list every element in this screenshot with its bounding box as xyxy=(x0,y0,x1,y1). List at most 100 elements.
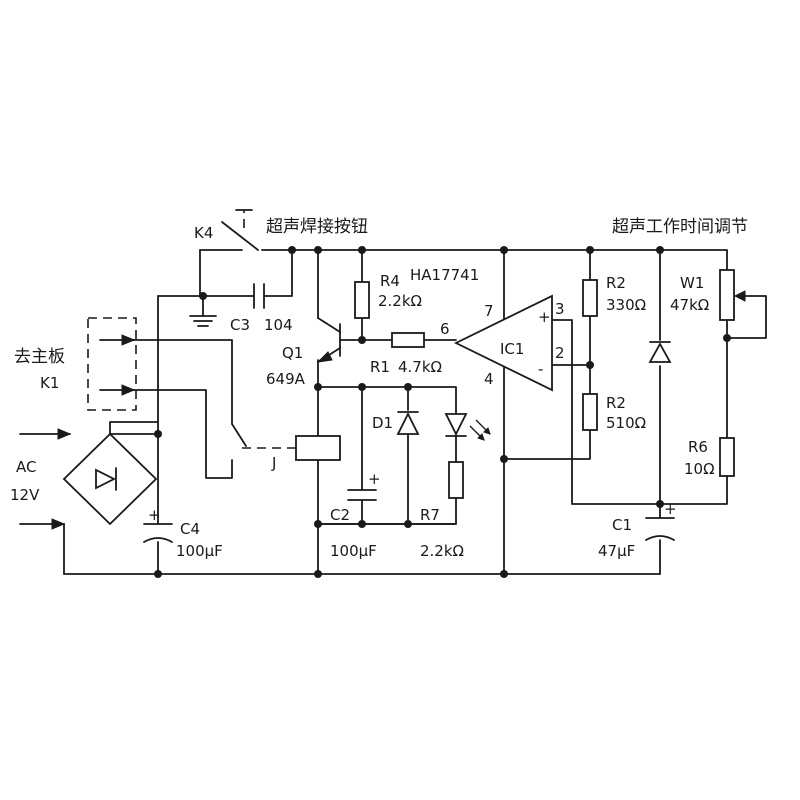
ic1-triangle xyxy=(453,294,553,392)
junction-dot xyxy=(314,570,322,578)
junction-dot xyxy=(500,455,508,463)
junction-dot xyxy=(358,520,366,528)
c3-right-wire xyxy=(263,249,293,297)
label-c2-plus: + xyxy=(368,470,381,488)
w1-potentiometer xyxy=(719,269,735,321)
q1-collector-leg xyxy=(317,317,341,333)
k4-switch xyxy=(221,209,259,251)
junction-dot xyxy=(199,292,207,300)
junction-dot xyxy=(500,246,508,254)
d1-diode xyxy=(396,411,420,435)
junction-dot xyxy=(656,500,664,508)
timing-diode xyxy=(648,341,672,363)
k1-connector-box xyxy=(87,317,137,411)
label-c4: C4 xyxy=(180,520,200,538)
junction-dot xyxy=(586,361,594,369)
label-c4-value: 100μF xyxy=(176,542,223,560)
relay-coil-j xyxy=(295,435,341,461)
label-j: J xyxy=(271,454,276,472)
d1-body xyxy=(396,411,420,435)
junctions xyxy=(154,246,731,578)
junction-dot xyxy=(288,246,296,254)
junction-dot xyxy=(500,570,508,578)
label-r2-upper-value: 330Ω xyxy=(606,296,646,314)
label-r2-lower-value: 510Ω xyxy=(606,414,646,432)
junction-dot xyxy=(358,246,366,254)
label-k1: K1 xyxy=(40,374,59,392)
label-r1: R1 xyxy=(370,358,390,376)
r2-divider-wire xyxy=(571,249,591,460)
timing-diode-body xyxy=(648,342,672,363)
junction-dot xyxy=(314,246,322,254)
led-ray-arrow xyxy=(477,433,485,441)
label-r2-lower: R2 xyxy=(606,394,626,412)
r2-lower-resistor xyxy=(582,393,598,431)
label-pin7: 7 xyxy=(484,302,494,320)
label-pin4: 4 xyxy=(484,370,494,388)
label-d1: D1 xyxy=(372,414,393,432)
k1-pin-upper-arrow xyxy=(121,334,136,346)
label-r6: R6 xyxy=(688,438,708,456)
label-c1-value: 47μF xyxy=(598,542,635,560)
label-pin6: 6 xyxy=(440,320,450,338)
c3-capacitor xyxy=(253,283,265,309)
r7-resistor xyxy=(448,461,464,499)
ground-icon xyxy=(189,315,217,327)
k1-connector xyxy=(87,317,137,411)
label-ac-voltage: 12V xyxy=(10,486,40,504)
label-r7-value: 2.2kΩ xyxy=(420,542,464,560)
bridge-diode-body xyxy=(95,468,117,490)
c1-plate-bottom xyxy=(645,535,675,541)
label-k4: K4 xyxy=(194,224,213,242)
c2-capacitor xyxy=(347,489,377,501)
label-pin3: 3 xyxy=(555,300,565,318)
k4-blade xyxy=(221,221,259,251)
ac-input-lower-arrow xyxy=(51,518,66,530)
relay-contact-blade xyxy=(231,423,247,447)
c1-capacitor xyxy=(645,517,675,541)
q1-transistor xyxy=(316,317,341,363)
label-r4: R4 xyxy=(380,272,400,290)
label-r2-upper: R2 xyxy=(606,274,626,292)
c4-capacitor xyxy=(143,523,173,543)
label-minus-sign: - xyxy=(538,360,543,378)
label-r4-value: 2.2kΩ xyxy=(378,292,422,310)
k1-lower-wire xyxy=(133,389,233,479)
label-ic-part: HA17741 xyxy=(410,266,479,284)
labels: K4 超声焊接按钮 超声工作时间调节 HA17741 R4 2.2kΩ 7 6 … xyxy=(10,217,748,560)
ic1-opamp xyxy=(453,294,553,392)
label-r1-value: 4.7kΩ xyxy=(398,358,442,376)
junction-dot xyxy=(404,520,412,528)
label-w1: W1 xyxy=(680,274,704,292)
junction-dot xyxy=(154,570,162,578)
label-c1-plus: + xyxy=(664,500,677,518)
w1-wiper-arrow xyxy=(733,290,746,302)
c3-plates xyxy=(253,283,265,309)
junction-dot xyxy=(404,383,412,391)
junction-dot xyxy=(723,334,731,342)
q1-emitter-arrow xyxy=(316,351,333,363)
junction-dot xyxy=(154,430,162,438)
label-c3-value: 104 xyxy=(264,316,293,334)
label-ac: AC xyxy=(16,458,36,476)
led-body xyxy=(444,413,468,437)
c4-plate-bottom xyxy=(143,537,173,543)
bridge-top-wire xyxy=(109,421,159,435)
label-r7: R7 xyxy=(420,506,440,524)
label-c2-value: 100μF xyxy=(330,542,377,560)
junction-dot xyxy=(358,336,366,344)
label-c3: C3 xyxy=(230,316,250,334)
junction-dot xyxy=(314,520,322,528)
bridge-rectifier xyxy=(19,428,158,530)
w1-wiper-wire xyxy=(726,295,767,339)
ic-pin3-wire xyxy=(503,319,573,460)
ground-symbol xyxy=(189,315,217,327)
r1-resistor xyxy=(391,332,425,348)
r2-upper-resistor xyxy=(582,279,598,317)
junction-dot xyxy=(358,383,366,391)
junction-dot xyxy=(314,383,322,391)
label-work-time-adjust: 超声工作时间调节 xyxy=(612,217,748,237)
junction-dot xyxy=(656,246,664,254)
